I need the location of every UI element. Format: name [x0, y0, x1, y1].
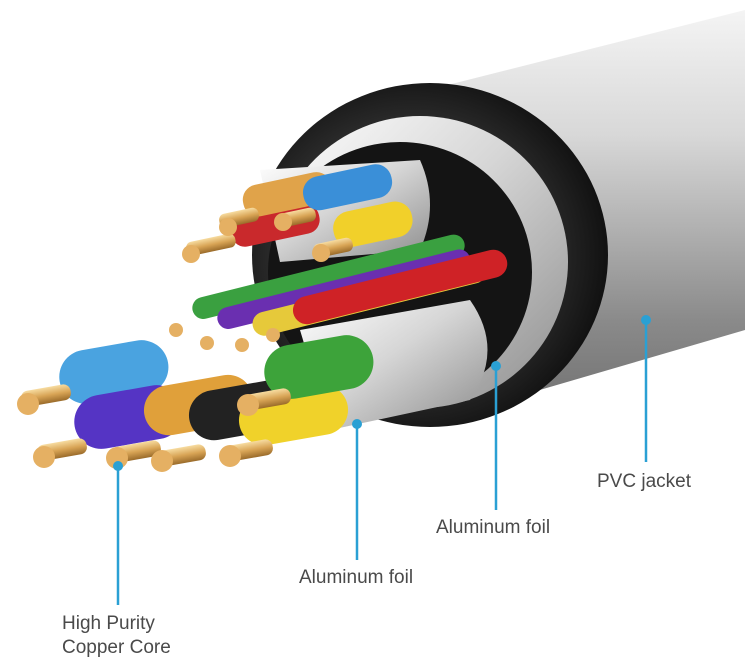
pvc-jacket-label: PVC jacket — [597, 471, 691, 492]
middle-wire-group — [169, 234, 508, 352]
outer-foil-label: Aluminum foil — [436, 517, 551, 538]
inner-foil-sleeve — [300, 300, 488, 430]
copper-core-label-line1: High Purity — [62, 613, 155, 634]
callout-inner-foil — [352, 419, 362, 560]
bottom-wire-group — [17, 335, 374, 472]
copper-core-label: High Purity Copper Core — [62, 612, 171, 660]
top-wire-group — [182, 164, 413, 263]
inner-foil-label: Aluminum foil — [299, 567, 414, 588]
callout-outer-foil — [491, 361, 501, 510]
callout-pvc — [641, 315, 651, 462]
copper-core-label-line2: Copper Core — [62, 637, 171, 658]
callout-core — [113, 461, 123, 605]
